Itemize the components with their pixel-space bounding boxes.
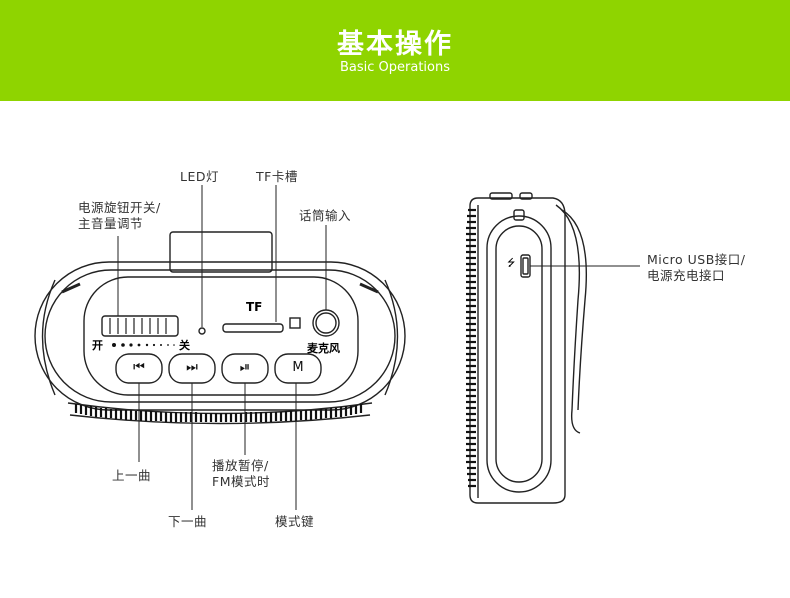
strap (555, 204, 581, 434)
front-callouts (117, 185, 327, 510)
mic-jack (312, 309, 340, 337)
open-marking: 开 (92, 339, 103, 352)
page-subtitle: Basic Operations (339, 60, 451, 75)
led-indicator (198, 327, 206, 335)
front-grille (74, 404, 363, 422)
close-marking: 关 (179, 339, 190, 352)
next-button[interactable]: ⏭ (186, 360, 198, 375)
mic-input-label: 话筒输入 (299, 208, 352, 223)
mode-label: 模式键 (275, 514, 315, 529)
clip-top (169, 231, 273, 273)
power-knob-label-line1: 电源旋钮开关/ (78, 200, 161, 215)
prev-label: 上一曲 (112, 468, 152, 483)
next-label: 下一曲 (168, 514, 208, 529)
side-grille (466, 208, 476, 488)
tf-slot (222, 323, 284, 333)
mic-marking: 麦克风 (307, 342, 340, 355)
usb-icon: ⭍ (507, 258, 516, 269)
volume-dots (112, 343, 175, 347)
mode-button-shape (274, 353, 322, 384)
power-knob-label-line2: 主音量调节 (78, 216, 144, 231)
side-panel (486, 215, 552, 493)
usb-label-line2: 电源充电接口 (647, 268, 726, 283)
header-banner: 基本操作 Basic Operations (0, 0, 790, 101)
tf-marking: TF (246, 300, 263, 314)
play-label-line1: 播放暂停/ (212, 458, 269, 473)
prev-button[interactable]: ⏮ (133, 360, 145, 375)
page-title: 基本操作 (337, 29, 453, 60)
volume-knob (101, 315, 179, 337)
side-view (469, 192, 588, 504)
front-panel (83, 276, 359, 396)
side-body-outer (469, 197, 566, 504)
led-label: LED灯 (180, 169, 219, 184)
tf-slot-label: TF卡槽 (256, 169, 298, 184)
play-label-line2: FM模式时 (212, 474, 270, 489)
front-body-outer (34, 261, 406, 411)
usb-label-line1: Micro USB接口/ (647, 252, 746, 267)
mode-button[interactable]: M (292, 360, 304, 375)
play-pause-button[interactable]: ⏯ (239, 360, 251, 375)
